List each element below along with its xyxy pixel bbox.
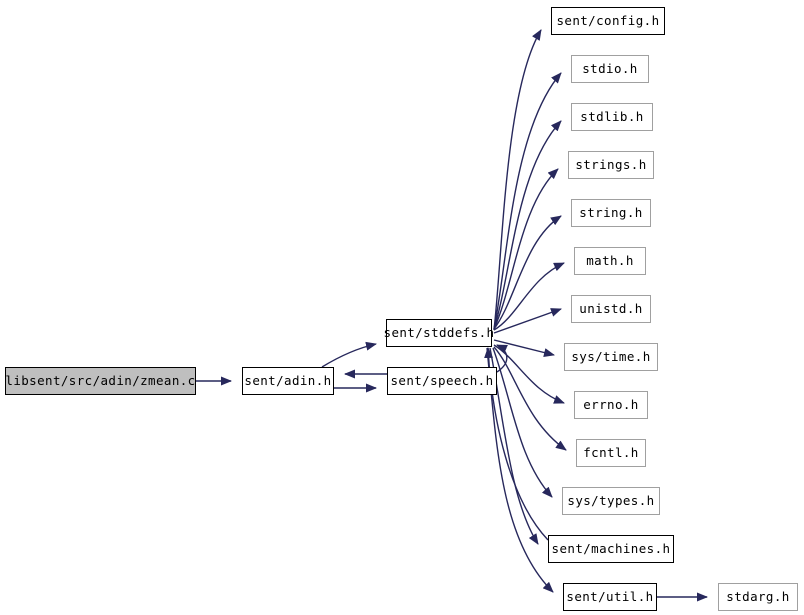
node-math-h[interactable]: math.h [574, 247, 646, 275]
edge-speech-to-stddefs [496, 344, 508, 373]
edge-adin-to-stddefs [321, 341, 377, 368]
edge-stddefs-to-systime [493, 339, 555, 357]
edge-stddefs-to-stdio [493, 72, 562, 330]
node-stdlib-h[interactable]: stdlib.h [571, 103, 653, 131]
edge-stddefs-to-systypes [492, 347, 553, 498]
node-label: strings.h [575, 156, 647, 172]
node-label: sys/types.h [567, 492, 655, 508]
node-sent-util-h[interactable]: sent/util.h [563, 583, 657, 611]
node-label: math.h [586, 252, 634, 268]
edge-stddefs-to-stdlib [493, 120, 562, 330]
node-label: stdlib.h [580, 108, 644, 124]
edge-stddefs-to-math [493, 262, 565, 331]
node-unistd-h[interactable]: unistd.h [571, 295, 651, 323]
node-label: fcntl.h [583, 444, 639, 460]
node-label: sent/speech.h [390, 372, 494, 388]
node-label: libsent/src/adin/zmean.c [5, 372, 196, 388]
edge-stddefs-to-config [493, 29, 542, 331]
edge-stddefs-to-string [493, 215, 562, 330]
node-sent-adin-h[interactable]: sent/adin.h [242, 367, 334, 395]
node-stdarg-h[interactable]: stdarg.h [718, 583, 798, 611]
node-label: sent/config.h [556, 12, 660, 28]
edge-stddefs-to-machines [489, 347, 539, 545]
node-sys-types-h[interactable]: sys/types.h [562, 487, 660, 515]
node-label: stdio.h [582, 60, 638, 76]
node-label: unistd.h [579, 300, 643, 316]
node-string-h[interactable]: string.h [571, 199, 651, 227]
node-sent-machines-h[interactable]: sent/machines.h [548, 535, 674, 563]
node-label: errno.h [583, 396, 639, 412]
edge-stddefs-to-unistd [493, 308, 562, 334]
node-label: sent/stddefs.h [383, 324, 495, 340]
node-zmean-c[interactable]: libsent/src/adin/zmean.c [5, 367, 196, 395]
node-sent-config-h[interactable]: sent/config.h [551, 7, 665, 35]
node-label: stdarg.h [726, 588, 790, 604]
node-label: sent/adin.h [244, 372, 332, 388]
edge-stddefs-to-errno [493, 344, 565, 404]
node-label: sys/time.h [571, 348, 651, 364]
node-fcntl-h[interactable]: fcntl.h [576, 439, 646, 467]
node-stdio-h[interactable]: stdio.h [571, 55, 649, 83]
node-sys-time-h[interactable]: sys/time.h [564, 343, 658, 371]
node-sent-speech-h[interactable]: sent/speech.h [387, 367, 497, 395]
node-label: string.h [579, 204, 643, 220]
node-label: sent/machines.h [551, 540, 671, 556]
node-strings-h[interactable]: strings.h [568, 151, 654, 179]
edge-stddefs-to-fcntl [493, 346, 567, 451]
node-sent-stddefs-h[interactable]: sent/stddefs.h [383, 319, 495, 347]
node-label: sent/util.h [566, 588, 654, 604]
edge-machines-to-stddefs [484, 347, 549, 541]
edge-stddefs-to-strings [493, 168, 559, 330]
node-errno-h[interactable]: errno.h [574, 391, 648, 419]
